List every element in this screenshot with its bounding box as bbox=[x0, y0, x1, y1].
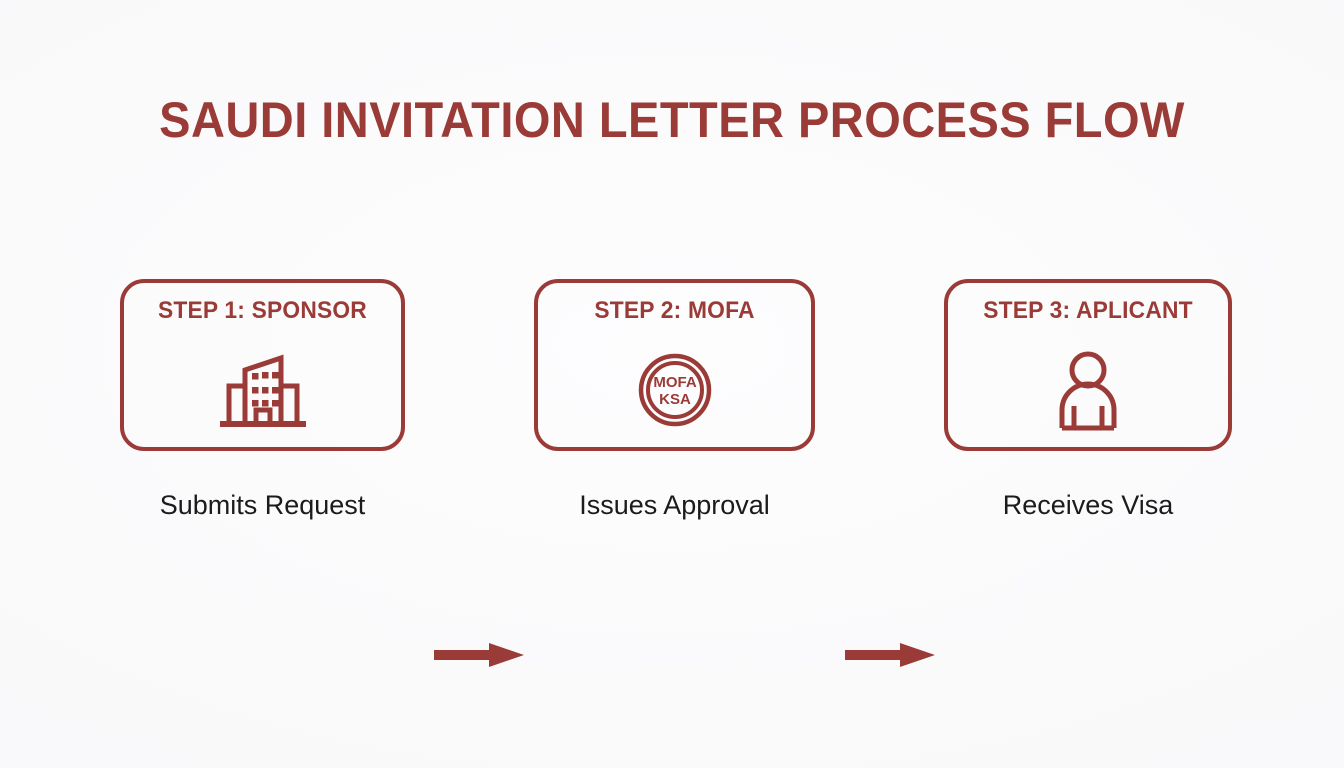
step-card-mofa[interactable]: STEP 2: MOFA MOFA KSA bbox=[534, 279, 815, 451]
page-title: SAUDI INVITATION LETTER PROCESS FLOW bbox=[159, 92, 1185, 148]
person-icon bbox=[948, 335, 1228, 445]
seal-line-mofa: MOFA bbox=[653, 374, 696, 391]
process-flow: STEP 1: SPONSOR bbox=[0, 279, 1344, 667]
caption-mofa: Issues Approval bbox=[579, 490, 770, 520]
arrow-step2-to-step3 bbox=[845, 642, 935, 668]
seal-line-ksa: KSA bbox=[659, 391, 691, 408]
step-label-sponsor: STEP 1: SPONSOR bbox=[158, 297, 367, 324]
step-label-mofa: STEP 2: MOFA bbox=[594, 297, 755, 324]
mofa-seal-icon: MOFA KSA bbox=[538, 335, 811, 445]
caption-sponsor: Submits Request bbox=[159, 490, 366, 520]
office-building-icon bbox=[124, 335, 401, 445]
step-card-applicant[interactable]: STEP 3: APLICANT bbox=[944, 279, 1232, 451]
step-card-sponsor[interactable]: STEP 1: SPONSOR bbox=[120, 279, 405, 451]
caption-applicant: Receives Visa bbox=[1002, 490, 1174, 520]
step-label-applicant: STEP 3: APLICANT bbox=[983, 297, 1193, 324]
arrow-step1-to-step2 bbox=[434, 642, 524, 668]
